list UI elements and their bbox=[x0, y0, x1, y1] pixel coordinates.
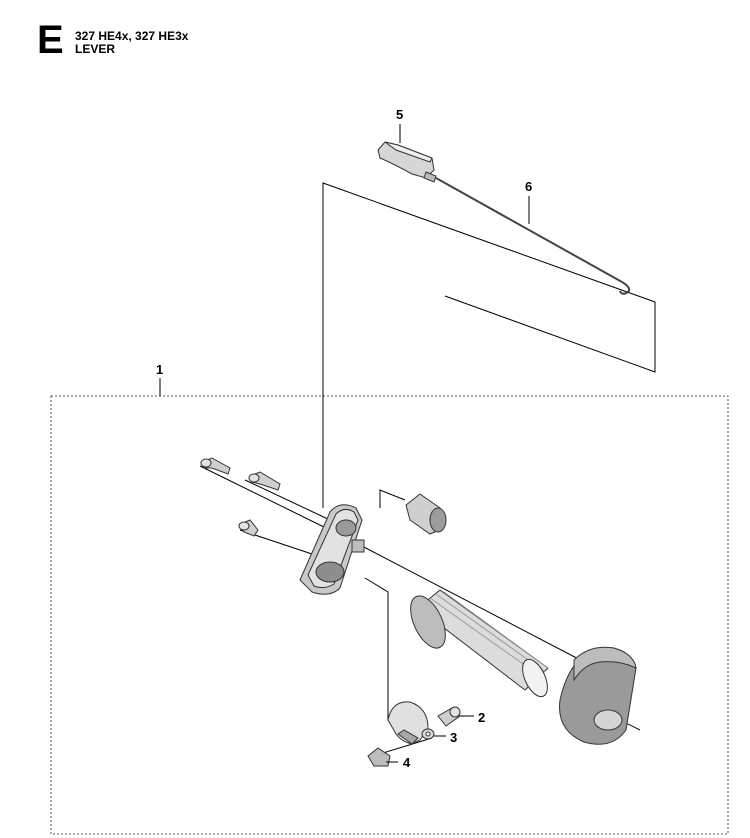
handle-end-plate bbox=[299, 504, 365, 595]
handle-grip-part bbox=[410, 589, 549, 698]
section-letter: E bbox=[37, 18, 64, 62]
page-title: LEVER bbox=[75, 42, 116, 56]
callout-2: 2 bbox=[478, 710, 486, 725]
callout-4: 4 bbox=[403, 755, 411, 770]
callout-5: 5 bbox=[396, 107, 404, 122]
model-line: 327 HE4x, 327 HE3x bbox=[75, 29, 189, 43]
callout-6: 6 bbox=[525, 179, 533, 194]
grip-end-cap bbox=[559, 646, 637, 745]
assembly-boundary bbox=[50, 395, 729, 835]
callout-1: 1 bbox=[156, 362, 164, 377]
clamp-part bbox=[387, 701, 429, 745]
nut-part bbox=[367, 747, 391, 767]
callout-3: 3 bbox=[450, 730, 458, 745]
long-screws bbox=[200, 457, 281, 537]
clamp-screw-part bbox=[437, 706, 461, 727]
washer-part bbox=[421, 728, 435, 740]
header-block: 327 HE4x, 327 HE3x LEVER bbox=[75, 30, 188, 56]
wire-part bbox=[435, 177, 631, 295]
lever-part bbox=[377, 141, 437, 183]
small-gear-part bbox=[405, 493, 447, 535]
